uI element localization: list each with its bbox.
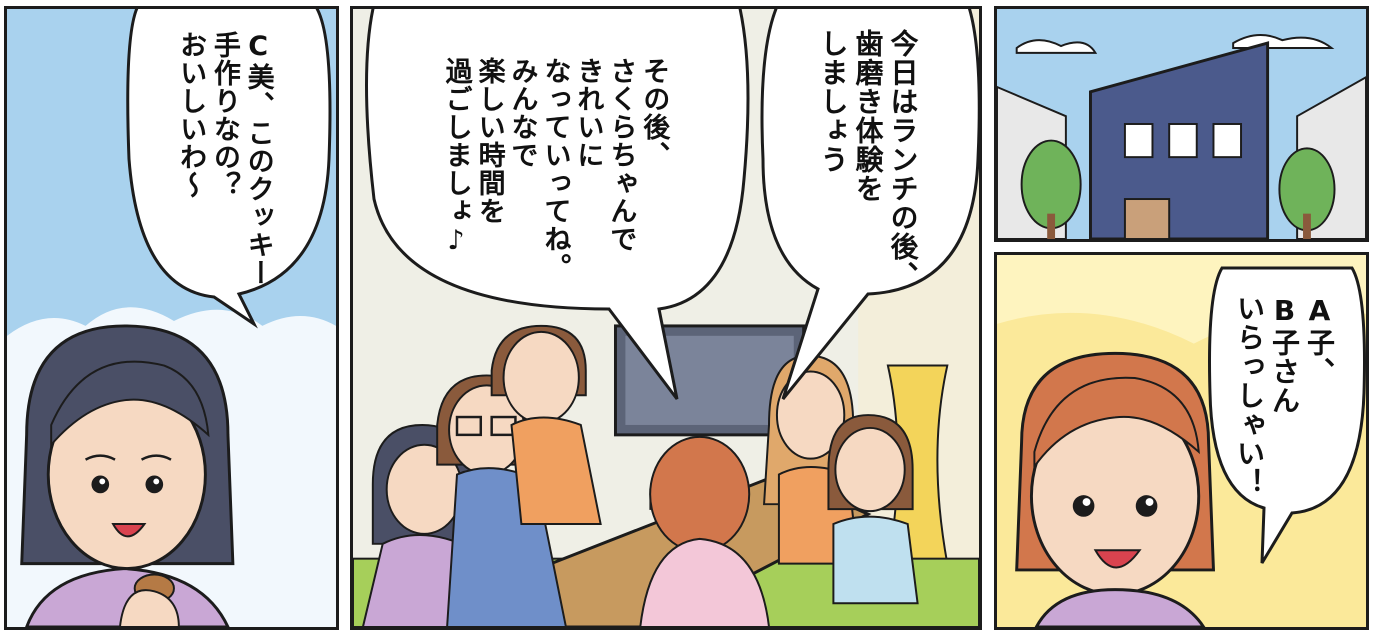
speech-bubble-lunch: 今日はランチの後、 歯磨き体験を しましょう bbox=[758, 9, 979, 400]
speech-line: 歯磨き体験を bbox=[851, 28, 885, 203]
speech-text-sakura: その後、 さくらちゃんで きれいに なっていってね。 みんなで 楽しい時間を 過… bbox=[439, 57, 670, 281]
speech-line: 楽しい時間を bbox=[473, 57, 505, 225]
panel-welcome: A子、 B子さん いらっしゃい！ bbox=[994, 252, 1369, 630]
speech-line: みんなで bbox=[506, 57, 538, 169]
cloud-icon bbox=[1015, 39, 1098, 54]
speech-line: さくらちゃんで bbox=[605, 57, 637, 253]
speech-line: しましょう bbox=[816, 28, 850, 174]
tree-icon bbox=[1278, 147, 1336, 239]
speech-line: なっていってね。 bbox=[539, 57, 571, 281]
speech-line: 手作りなの？ bbox=[208, 31, 240, 199]
speech-line: C美、このクッキー bbox=[242, 31, 274, 287]
speech-text-cookie: C美、このクッキー 手作りなの？ おいしいわ～ bbox=[173, 31, 274, 287]
speech-bubble-cookie: C美、このクッキー 手作りなの？ おいしいわ～ bbox=[119, 9, 332, 329]
house-scene bbox=[997, 9, 1366, 239]
speech-line: おいしいわ～ bbox=[175, 31, 207, 199]
speech-line: きれいに bbox=[572, 57, 604, 169]
speech-line: 今日はランチの後、 bbox=[886, 28, 920, 290]
speech-line: その後、 bbox=[638, 57, 670, 169]
speech-line: いらっしゃい！ bbox=[1233, 294, 1266, 497]
tree-icon bbox=[1020, 139, 1082, 239]
speech-bubble-sakura: その後、 さくらちゃんで きれいに なっていってね。 みんなで 楽しい時間を 過… bbox=[359, 9, 750, 400]
woman-host-icon bbox=[1015, 351, 1216, 627]
house-icon bbox=[1089, 41, 1270, 239]
person-orange-shirt-icon bbox=[490, 324, 602, 525]
person-host-back-icon bbox=[639, 435, 771, 627]
speech-text-welcome: A子、 B子さん いらっしゃい！ bbox=[1232, 294, 1337, 497]
panel-living-room: 今日はランチの後、 歯磨き体験を しましょう その後、 さくらちゃんで きれいに… bbox=[350, 6, 982, 630]
speech-line: A子、 bbox=[1303, 294, 1336, 386]
panel-cookie: C美、このクッキー 手作りなの？ おいしいわ～ bbox=[4, 6, 339, 630]
person-bob-hair-icon bbox=[827, 414, 919, 605]
speech-line: B子さん bbox=[1268, 294, 1301, 415]
speech-text-lunch: 今日はランチの後、 歯磨き体験を しましょう bbox=[816, 29, 921, 290]
speech-line: 過ごしましょ♪ bbox=[440, 57, 472, 257]
speech-bubble-welcome: A子、 B子さん いらっしゃい！ bbox=[1202, 263, 1366, 564]
woman-c-icon bbox=[20, 324, 235, 627]
panel-house bbox=[994, 6, 1369, 242]
